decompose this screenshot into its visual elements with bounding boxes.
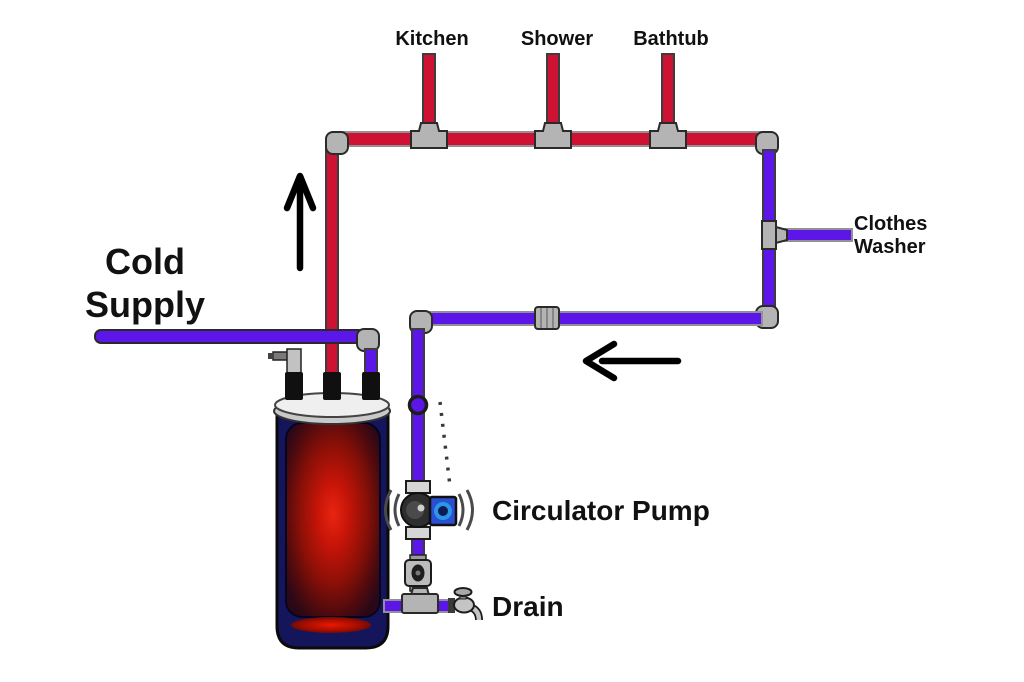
tp-relief-valve-icon — [268, 348, 302, 376]
cold-supply-label-line2: Supply — [84, 284, 205, 325]
tee-fitting-shower — [534, 122, 572, 149]
clothes-washer-label-line2: Washer — [854, 236, 926, 258]
water-heater — [273, 392, 391, 650]
isolation-valve-icon — [404, 554, 432, 592]
clothes-washer-label: Clothes Washer — [854, 213, 927, 259]
tee-fitting-clothes-washer — [761, 220, 788, 250]
bathtub-label: Bathtub — [633, 28, 709, 50]
clothes-washer-branch-pipe — [777, 228, 853, 242]
sensor-wire-dotted-line — [438, 401, 452, 487]
drain-valve-icon — [448, 587, 483, 621]
check-valve-icon — [407, 394, 429, 416]
union-fitting-return — [534, 306, 560, 330]
cold-supply-pipe — [94, 329, 366, 344]
tank-heat-glow — [285, 422, 381, 618]
tee-fitting-drain — [401, 587, 439, 614]
tee-fitting-bathtub — [649, 122, 687, 149]
drain-label: Drain — [492, 591, 564, 622]
elbow-fitting-cold-supply — [356, 328, 380, 352]
up-arrow-icon — [283, 172, 317, 272]
shower-label: Shower — [520, 28, 594, 50]
circulator-pump-label: Circulator Pump — [492, 495, 710, 526]
elbow-fitting-top-left — [325, 131, 349, 155]
tank-nipple-hot — [323, 372, 341, 400]
cold-supply-label-line1: Cold — [105, 241, 185, 282]
circulator-pump-icon — [384, 480, 474, 540]
kitchen-label: Kitchen — [395, 28, 469, 50]
tank-bottom-element-glow — [291, 617, 371, 633]
left-arrow-icon — [582, 340, 682, 382]
tee-fitting-kitchen — [410, 122, 448, 149]
tank-nipple-cold — [362, 372, 380, 400]
return-pipe-horizontal — [427, 311, 763, 326]
clothes-washer-label-line1: Clothes — [854, 213, 928, 235]
tank-nipple-left — [285, 372, 303, 400]
cold-supply-label: Cold Supply — [45, 240, 245, 326]
